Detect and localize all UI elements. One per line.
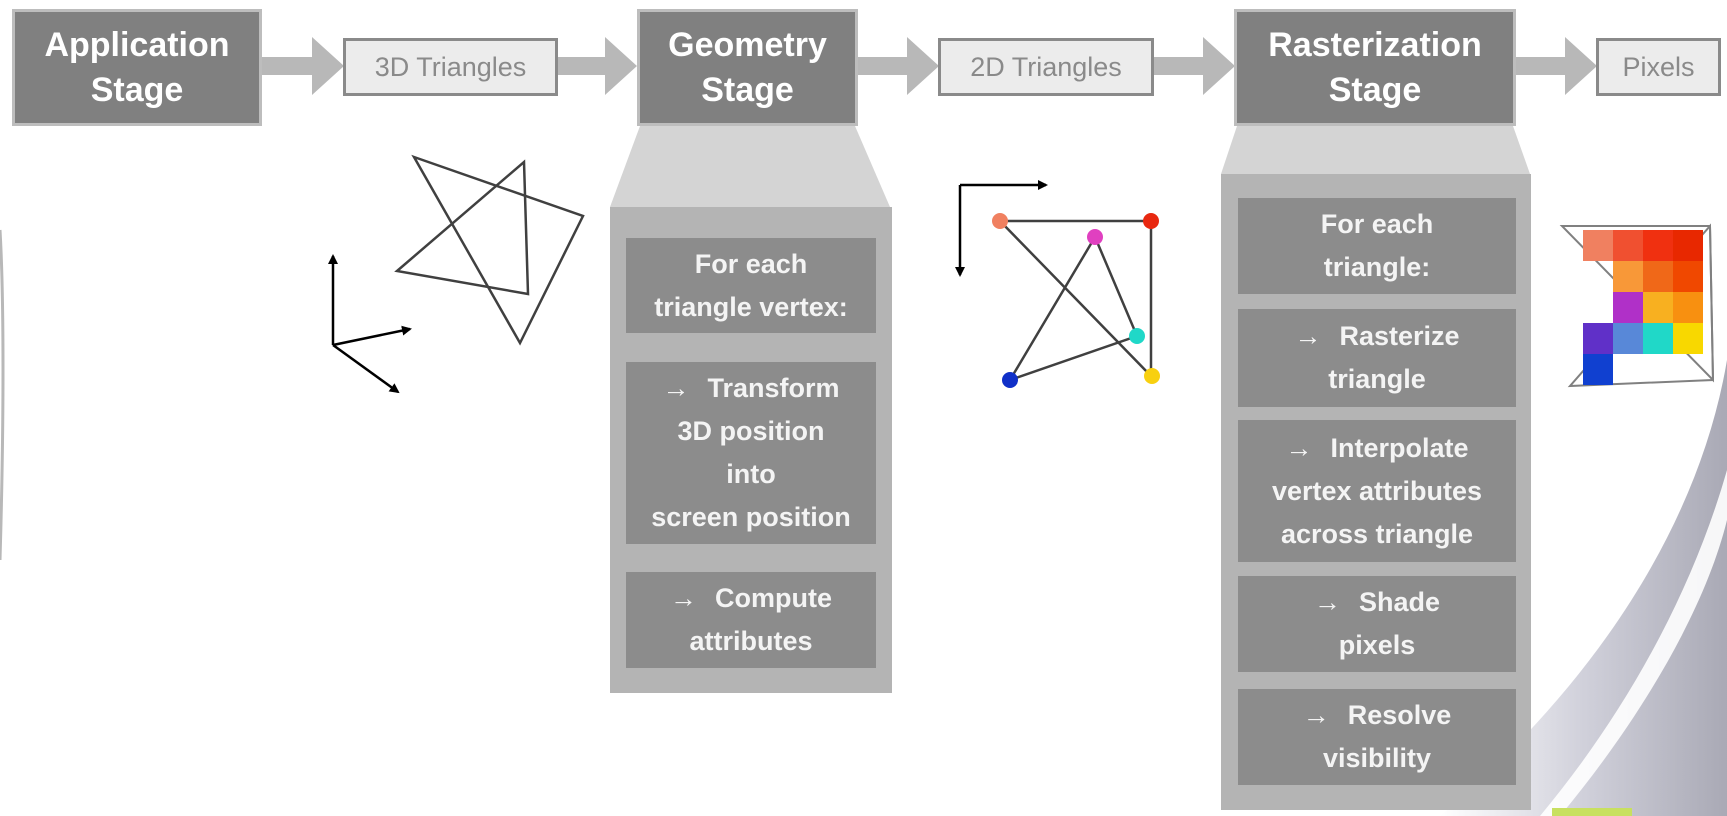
flow-arrow bbox=[1515, 37, 1597, 95]
rasterization-funnel bbox=[1221, 126, 1530, 174]
rasterization-header: For each triangle: bbox=[1238, 198, 1516, 294]
pixels-box: Pixels bbox=[1596, 38, 1721, 96]
pixel-cell bbox=[1643, 261, 1673, 292]
compute-attributes-step: → Compute attributes bbox=[626, 572, 876, 668]
vertex-dot bbox=[1087, 229, 1103, 245]
pixel-cell bbox=[1673, 323, 1703, 354]
3d-triangles-icon bbox=[394, 154, 585, 346]
pixel-cell bbox=[1673, 292, 1703, 323]
stage-label: Stage bbox=[701, 70, 794, 109]
header-line: triangle vertex: bbox=[654, 291, 848, 322]
3d-triangles-box: 3D Triangles bbox=[343, 38, 558, 96]
step-line: Transform bbox=[707, 373, 840, 403]
flow-arrow bbox=[857, 37, 939, 95]
geometry-stage: Geometry Stage bbox=[637, 9, 858, 126]
interpolate-step: → Interpolate vertex attributes across tr… bbox=[1238, 420, 1516, 562]
step-line: Rasterize bbox=[1339, 321, 1460, 351]
pixel-cell bbox=[1643, 292, 1673, 323]
2d-triangles-icon bbox=[997, 219, 1153, 383]
application-stage: Application Stage bbox=[12, 9, 262, 126]
stage-label: Geometry bbox=[668, 25, 827, 64]
pixel-cell bbox=[1643, 230, 1673, 261]
pixel-cell bbox=[1583, 230, 1613, 261]
pixel-cell bbox=[1583, 354, 1613, 385]
geometry-funnel bbox=[610, 126, 890, 207]
right-arrow-icon: → bbox=[1285, 432, 1313, 463]
step-line: visibility bbox=[1322, 743, 1432, 773]
pixel-cell bbox=[1613, 292, 1643, 323]
step-line: 3D position bbox=[677, 416, 825, 446]
stage-label: Application bbox=[44, 25, 230, 64]
step-line: attributes bbox=[689, 626, 813, 656]
right-arrow-icon: → bbox=[1313, 587, 1341, 617]
rasterize-step: → Rasterize triangle bbox=[1238, 309, 1516, 407]
right-arrow-icon: → bbox=[1302, 700, 1330, 730]
pixel-cell bbox=[1673, 230, 1703, 261]
step-line: screen position bbox=[651, 502, 851, 532]
transform-step: → Transform 3D position into screen posit… bbox=[626, 362, 876, 544]
right-arrow-icon: → bbox=[1294, 321, 1322, 351]
step-line: Shade bbox=[1358, 587, 1441, 617]
pixel-cell bbox=[1673, 261, 1703, 292]
step-line: pixels bbox=[1338, 630, 1416, 660]
pixel-cell bbox=[1613, 261, 1643, 292]
step-line: vertex attributes bbox=[1271, 475, 1483, 506]
vertex-dot bbox=[1002, 372, 1018, 388]
right-arrow-icon: → bbox=[670, 583, 697, 613]
geometry-header: For each triangle vertex: bbox=[626, 238, 876, 333]
step-line: Compute bbox=[715, 583, 832, 613]
vertex-dot bbox=[1144, 368, 1160, 384]
step-line: Interpolate bbox=[1330, 432, 1469, 463]
vertex-dot bbox=[1143, 213, 1159, 229]
rasterization-stage: Rasterization Stage bbox=[1234, 9, 1516, 126]
stage-label: Stage bbox=[1328, 70, 1422, 109]
pixel-cell bbox=[1613, 230, 1643, 261]
flow-arrow bbox=[557, 37, 637, 95]
pixel-cell bbox=[1643, 323, 1673, 354]
resolve-step: → Resolve visibility bbox=[1238, 689, 1516, 785]
stage-label: Stage bbox=[90, 70, 184, 109]
vertex-dot bbox=[1129, 328, 1145, 344]
step-line: triangle bbox=[1328, 364, 1426, 394]
header-line: For each bbox=[694, 248, 808, 279]
2d-axes-icon bbox=[955, 180, 1048, 277]
step-line: into bbox=[726, 459, 776, 489]
stage-label: Rasterization bbox=[1268, 25, 1482, 64]
pixel-cell bbox=[1613, 323, 1643, 354]
step-line: Resolve bbox=[1347, 700, 1452, 730]
pixel-cells bbox=[1583, 230, 1703, 385]
vertex-dot bbox=[992, 213, 1008, 229]
shade-step: → Shade pixels bbox=[1238, 576, 1516, 672]
flow-arrow bbox=[1153, 37, 1235, 95]
header-line: triangle: bbox=[1323, 252, 1431, 282]
vertex-dots bbox=[992, 213, 1160, 388]
header-line: For each bbox=[1320, 209, 1434, 239]
right-arrow-icon: → bbox=[662, 373, 690, 403]
step-line: across triangle bbox=[1280, 518, 1474, 549]
flow-arrow bbox=[262, 37, 344, 95]
2d-triangles-box: 2D Triangles bbox=[938, 38, 1154, 96]
3d-axes-icon bbox=[328, 254, 412, 394]
pixel-cell bbox=[1583, 323, 1613, 354]
